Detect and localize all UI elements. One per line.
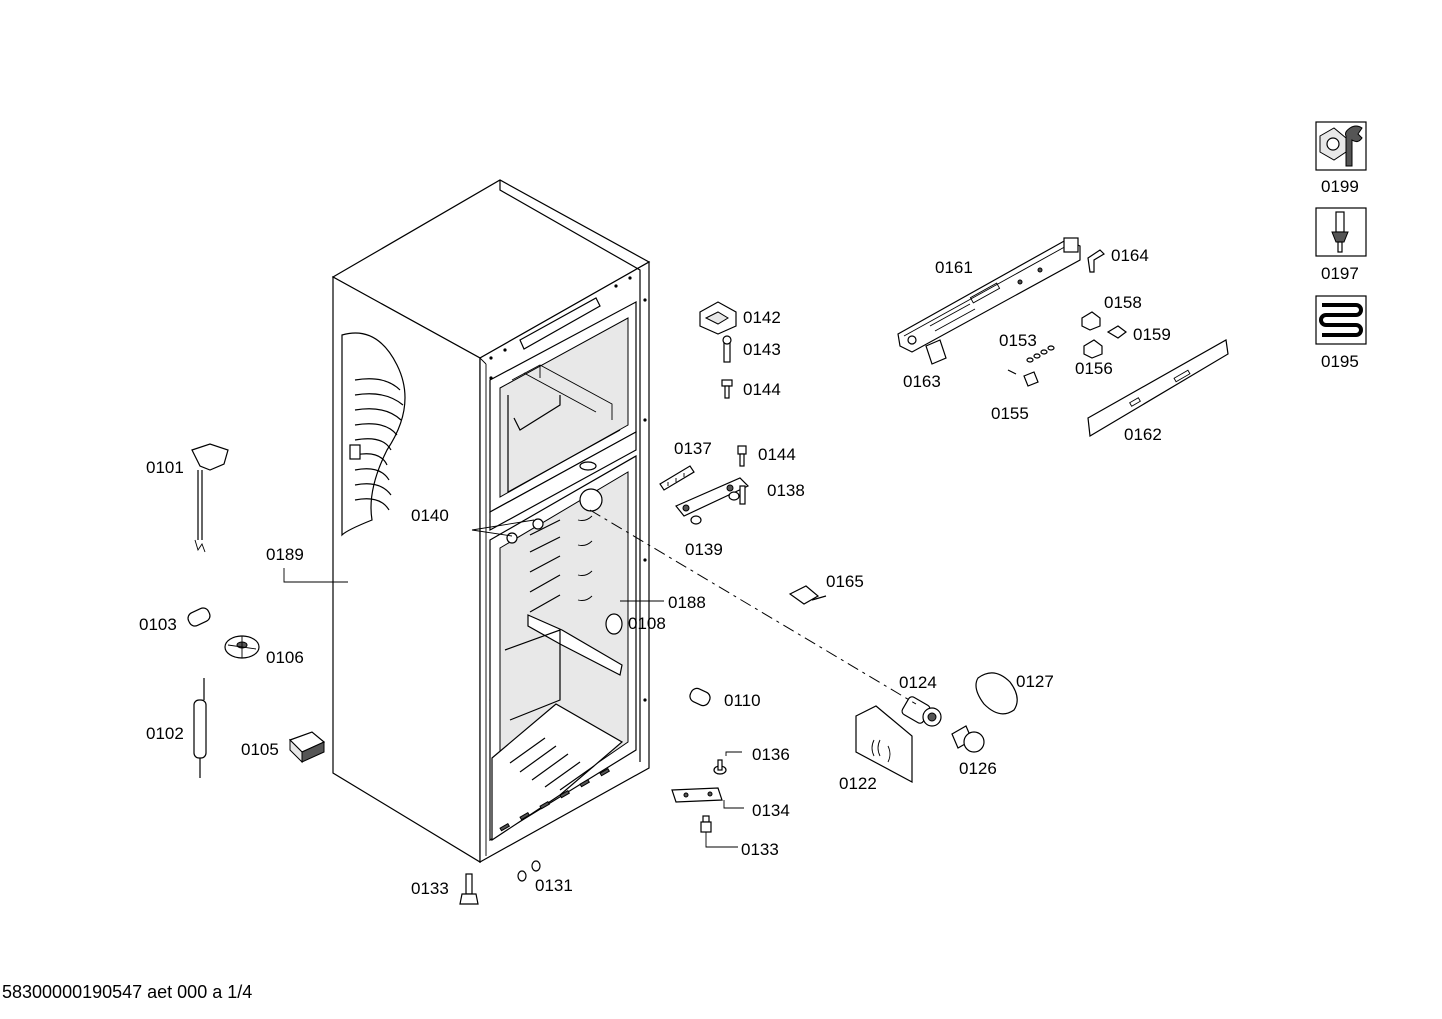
part-0142-clip — [699, 301, 737, 335]
part-0136-screw — [713, 759, 727, 775]
label-0164: 0164 — [1111, 246, 1149, 265]
part-0101-power-cord — [191, 443, 229, 553]
part-0110-bushing — [689, 687, 711, 707]
label-0137: 0137 — [674, 439, 712, 458]
label-0108: 0108 — [628, 614, 666, 633]
label-0134: 0134 — [752, 801, 790, 820]
label-0127: 0127 — [1016, 672, 1054, 691]
part-0133-foot-screw — [700, 815, 712, 833]
label-0122: 0122 — [839, 774, 877, 793]
label-0102: 0102 — [146, 724, 184, 743]
label-0110: 0110 — [724, 691, 761, 710]
label-0131: 0131 — [535, 876, 573, 895]
label-0126: 0126 — [959, 759, 997, 778]
part-0161-control-panel — [897, 237, 1081, 353]
label-0161: 0161 — [935, 258, 973, 277]
part-0105-switch — [288, 731, 326, 764]
part-0159-button — [1106, 325, 1127, 339]
label-0189: 0189 — [266, 545, 304, 564]
label-0156: 0156 — [1075, 359, 1113, 378]
part-0153-contacts — [1026, 345, 1055, 363]
part-0124-lamp-socket — [901, 696, 942, 727]
label-0140: 0140 — [411, 506, 449, 525]
label-0197: 0197 — [1321, 264, 1359, 283]
label-0159: 0159 — [1133, 325, 1171, 344]
part-0137-strip — [659, 465, 695, 491]
label-0144-a: 0144 — [743, 380, 781, 399]
part-0156-button — [1083, 339, 1103, 359]
refrigerator-cabinet — [331, 179, 651, 864]
label-0155: 0155 — [991, 404, 1029, 423]
part-0144-screw-b — [737, 445, 747, 467]
label-0162: 0162 — [1124, 425, 1162, 444]
label-0138: 0138 — [767, 481, 805, 500]
part-0103-sleeve — [187, 607, 211, 627]
label-0188: 0188 — [668, 593, 706, 612]
part-0164-clip — [1087, 249, 1105, 273]
label-0136: 0136 — [752, 745, 790, 764]
wrench-nut-icon — [1315, 121, 1367, 171]
label-0133-a: 0133 — [411, 879, 449, 898]
part-0106-fan-wheel — [224, 635, 260, 659]
label-0142: 0142 — [743, 308, 781, 327]
part-0163-cover — [925, 339, 947, 365]
part-0126-bulb — [951, 725, 985, 753]
part-0122-lamp-cover — [855, 705, 913, 784]
part-0127-diffuser — [975, 672, 1018, 715]
label-0199: 0199 — [1321, 177, 1359, 196]
screwdriver-icon — [1315, 207, 1367, 257]
label-0195: 0195 — [1321, 352, 1359, 371]
label-0165: 0165 — [826, 572, 864, 591]
part-0134-bracket — [671, 787, 723, 803]
part-0108-plug — [605, 613, 623, 635]
label-0124: 0124 — [899, 673, 937, 692]
part-labels: 0101 0189 0103 0106 0102 0105 0140 0188 … — [139, 177, 1359, 898]
part-0144-screw-a — [721, 379, 733, 399]
label-0133-b: 0133 — [741, 840, 779, 859]
label-0143: 0143 — [743, 340, 781, 359]
part-0139-washers — [690, 491, 740, 525]
label-0163: 0163 — [903, 372, 941, 391]
part-0143-pin — [722, 335, 732, 363]
label-0153: 0153 — [999, 331, 1037, 350]
part-0158-button — [1081, 311, 1101, 331]
part-0162-trim-strip — [1087, 339, 1229, 437]
label-0103: 0103 — [139, 615, 177, 634]
part-0102-sensor — [193, 678, 207, 778]
part-0155-switch — [1007, 369, 1039, 387]
label-0101: 0101 — [146, 458, 184, 477]
part-0138-hinge — [675, 477, 750, 517]
part-0131-washers — [517, 860, 541, 882]
label-0106: 0106 — [266, 648, 304, 667]
part-0165-connector — [788, 585, 827, 605]
label-0105: 0105 — [241, 740, 279, 759]
label-0139: 0139 — [685, 540, 723, 559]
label-0158: 0158 — [1104, 293, 1142, 312]
label-0144-b: 0144 — [758, 445, 796, 464]
document-footer: 58300000190547 aet 000 a 1/4 — [2, 982, 252, 1002]
leader-lines — [283, 509, 917, 848]
part-0133-leveling-foot — [459, 873, 479, 905]
heating-coil-icon — [1315, 295, 1367, 345]
